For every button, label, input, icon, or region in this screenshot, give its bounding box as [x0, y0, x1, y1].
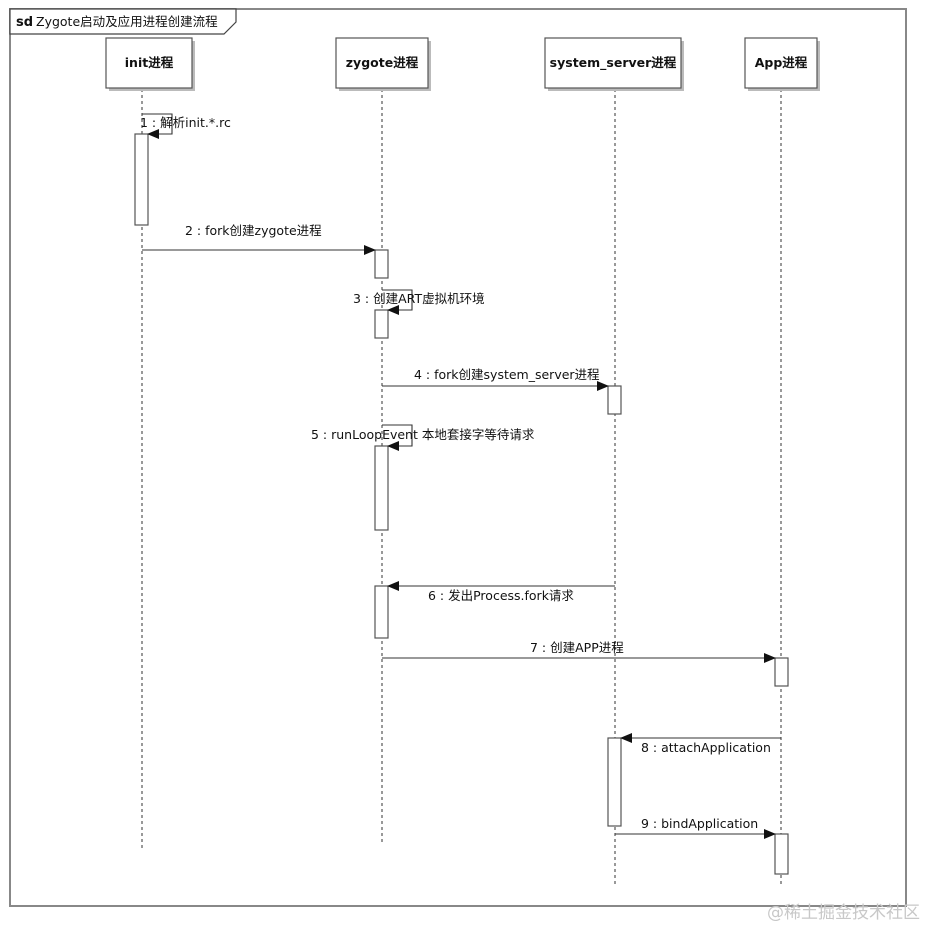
watermark-text: @稀土掘金技术社区 — [767, 903, 920, 923]
message-3-label: 3 : 创建ART虚拟机环境 — [353, 291, 485, 306]
lifeline-init: init进程 — [105, 37, 195, 850]
message-5-arrow — [382, 424, 413, 451]
message-4: 4 : fork创建system_server进程 — [382, 367, 609, 391]
activation-zygote-2 — [374, 309, 389, 339]
activation-zygote-1 — [374, 249, 389, 279]
activation-zygote-3 — [374, 445, 389, 531]
message-1-arrow — [142, 113, 173, 139]
lifeline-app: App进程 — [744, 37, 820, 885]
message-3-arrow — [382, 289, 413, 315]
activation-zygote-4 — [374, 585, 389, 639]
activation-system-server-1 — [607, 385, 622, 415]
lifeline-system-server-label: system_server进程 — [550, 55, 677, 71]
lifeline-zygote-head — [335, 37, 429, 89]
message-5-label: 5 : runLoopEvent 本地套接字等待请求 — [311, 427, 535, 442]
message-3: 3 : 创建ART虚拟机环境 — [353, 289, 485, 315]
activation-app-2 — [774, 833, 789, 875]
message-2: 2 : fork创建zygote进程 — [142, 223, 376, 255]
diagram-frame — [9, 8, 907, 907]
frame-keyword: sd — [16, 15, 33, 30]
message-9: 9 : bindApplication — [615, 816, 776, 839]
activation-app-1 — [774, 657, 789, 687]
message-4-label: 4 : fork创建system_server进程 — [414, 367, 600, 382]
message-5: 5 : runLoopEvent 本地套接字等待请求 — [311, 424, 535, 451]
lifeline-zygote: zygote进程 — [335, 37, 431, 842]
message-6-label: 6 : 发出Process.fork请求 — [428, 588, 574, 603]
activation-system-server-2 — [607, 737, 622, 827]
lifeline-zygote-label: zygote进程 — [346, 55, 419, 70]
message-1-label: 1 : 解析init.*.rc — [140, 115, 231, 130]
lifeline-init-label: init进程 — [125, 55, 174, 70]
lifeline-init-head — [105, 37, 193, 89]
message-6: 6 : 发出Process.fork请求 — [387, 581, 615, 603]
lifeline-app-label: App进程 — [755, 55, 808, 70]
message-9-label: 9 : bindApplication — [641, 816, 758, 831]
message-1: 1 : 解析init.*.rc — [140, 113, 231, 139]
lifeline-app-head — [744, 37, 818, 89]
message-8-label: 8 : attachApplication — [641, 740, 771, 755]
message-2-label: 2 : fork创建zygote进程 — [185, 223, 322, 238]
frame-tab — [9, 8, 237, 35]
message-7: 7 : 创建APP进程 — [382, 640, 776, 663]
lifeline-system-server: system_server进程 — [544, 37, 684, 885]
lifeline-system-server-head — [544, 37, 682, 89]
frame-title: Zygote启动及应用进程创建流程 — [36, 14, 218, 29]
activation-init — [134, 133, 149, 226]
message-7-label: 7 : 创建APP进程 — [530, 640, 624, 655]
message-8: 8 : attachApplication — [620, 733, 781, 755]
